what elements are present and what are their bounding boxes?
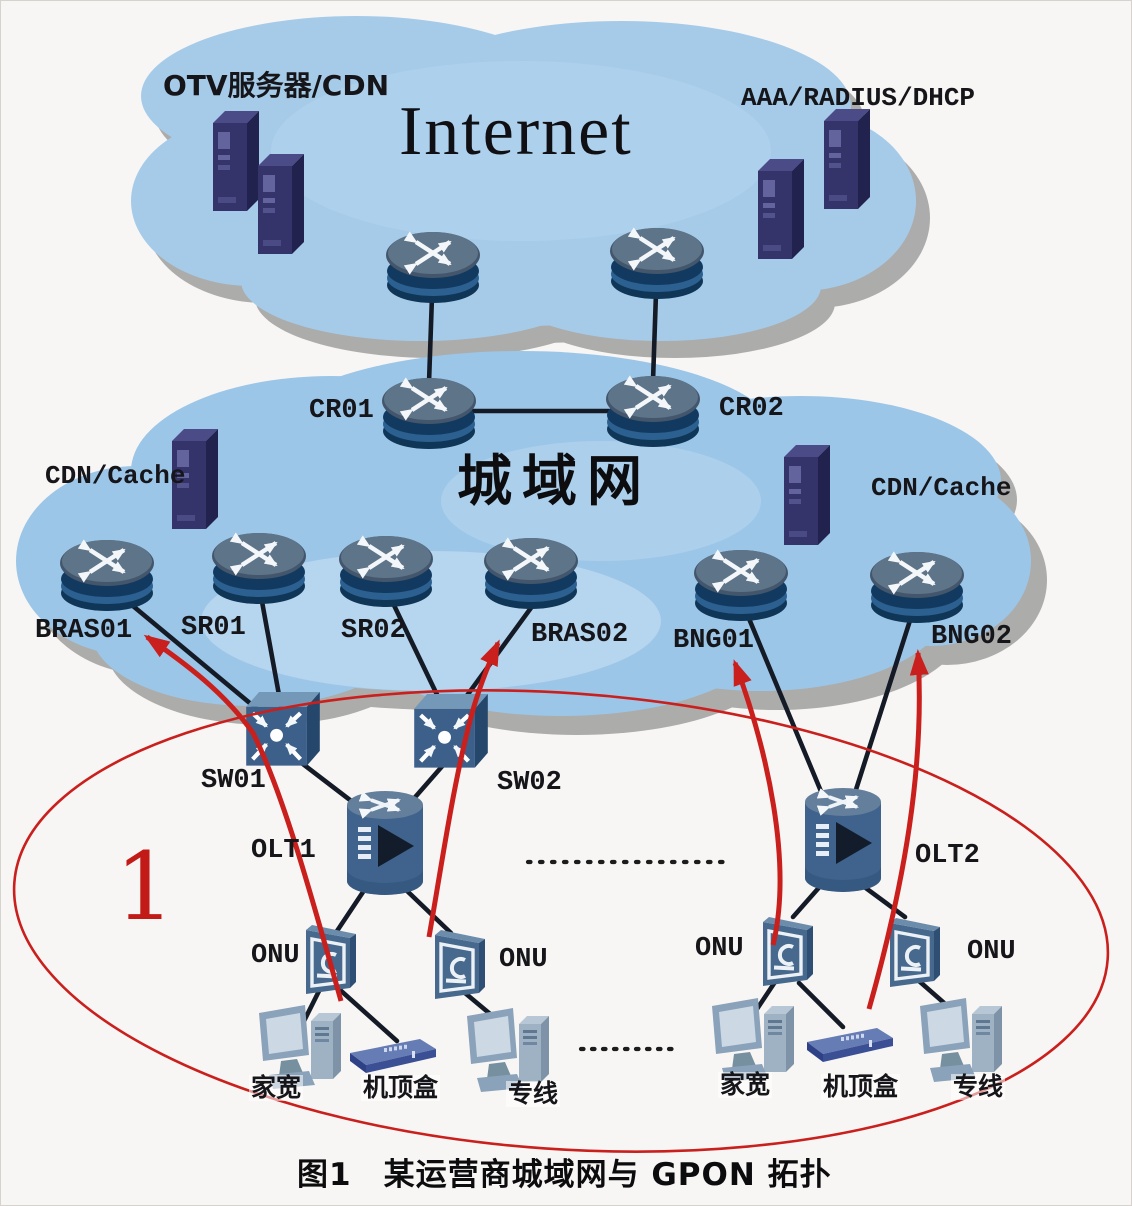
- label-settopbox-right: 机顶盒: [821, 1072, 901, 1101]
- label-sw01: SW01: [201, 766, 266, 796]
- redirect-arrow-bng02: [866, 649, 929, 1010]
- figure-caption: 图1 某运营商城域网与 GPON 拓扑: [297, 1157, 832, 1193]
- label-home-broadband-right: 家宽: [718, 1070, 773, 1099]
- router-icon-bng02: [870, 552, 964, 623]
- stb-icon-left: [350, 1039, 436, 1073]
- label-bng02: BNG02: [931, 622, 1013, 652]
- label-onu-left-1: ONU: [251, 941, 300, 971]
- label-sr01: SR01: [181, 613, 246, 643]
- label-olt1: OLT1: [251, 836, 316, 866]
- label-bng01: BNG01: [673, 626, 755, 656]
- redirect-arrow-bng01: [732, 659, 783, 946]
- router-icon-cr01: [382, 378, 476, 449]
- server-icon-aaa-1: [824, 109, 870, 209]
- label-otv-server: OTV服务器/CDN: [163, 69, 390, 102]
- label-settopbox-left: 机顶盒: [361, 1073, 441, 1102]
- label-bras02: BRAS02: [531, 620, 629, 650]
- pc-icon-line-right: [920, 998, 1002, 1082]
- red-annotations: [12, 634, 1110, 1153]
- label-leased-line-right: 专线: [951, 1072, 1006, 1101]
- router-icon-internet-2: [610, 228, 704, 299]
- server-icon-otv-2: [258, 154, 304, 254]
- label-aaa-server: AAA/RADIUS/DHCP: [741, 83, 976, 113]
- router-icon-internet-1: [386, 232, 480, 303]
- highlight-ellipse: [12, 689, 1110, 1153]
- label-olt2: OLT2: [915, 841, 980, 871]
- router-icon-sr02: [339, 536, 433, 607]
- router-icon-bras01: [60, 540, 154, 611]
- onu-icon-right-2: [888, 916, 942, 989]
- router-icon-sr01: [212, 533, 306, 604]
- server-icon-otv-1: [213, 111, 259, 211]
- router-icon-cr02: [606, 376, 700, 447]
- continuation-dots: [525, 859, 726, 1052]
- label-cr01: CR01: [309, 396, 374, 426]
- redirect-arrow-bras02: [426, 639, 501, 938]
- label-home-broadband-left: 家宽: [249, 1073, 304, 1102]
- olt-icon-olt1: [347, 791, 423, 895]
- olt-icon-olt2: [805, 788, 881, 892]
- metro-cloud: [16, 351, 1031, 716]
- label-bras01: BRAS01: [35, 616, 133, 646]
- label-cr02: CR02: [719, 394, 784, 424]
- server-icon-cdn-right: [784, 445, 830, 545]
- highlight-number: 1: [115, 833, 175, 942]
- label-cdn-cache-left: CDN/Cache: [45, 461, 186, 491]
- label-leased-line-left: 专线: [506, 1079, 561, 1108]
- onu-icon-right-1: [761, 915, 815, 988]
- redirect-arrow-bras01: [143, 634, 344, 1002]
- onu-icon-left-2: [433, 928, 487, 1001]
- metro-cloud-title: 城域网: [457, 449, 653, 513]
- server-icon-aaa-2: [758, 159, 804, 259]
- label-sw02: SW02: [497, 768, 562, 798]
- label-cdn-cache-right: CDN/Cache: [871, 473, 1012, 503]
- router-icon-bras02: [484, 538, 578, 609]
- label-onu-right-1: ONU: [695, 934, 744, 964]
- stb-icon-right: [807, 1028, 893, 1062]
- internet-cloud-title: Internet: [399, 93, 633, 170]
- label-onu-right-2: ONU: [967, 937, 1016, 967]
- label-onu-left-2: ONU: [499, 945, 548, 975]
- router-icon-bng01: [694, 550, 788, 621]
- label-sr02: SR02: [341, 616, 406, 646]
